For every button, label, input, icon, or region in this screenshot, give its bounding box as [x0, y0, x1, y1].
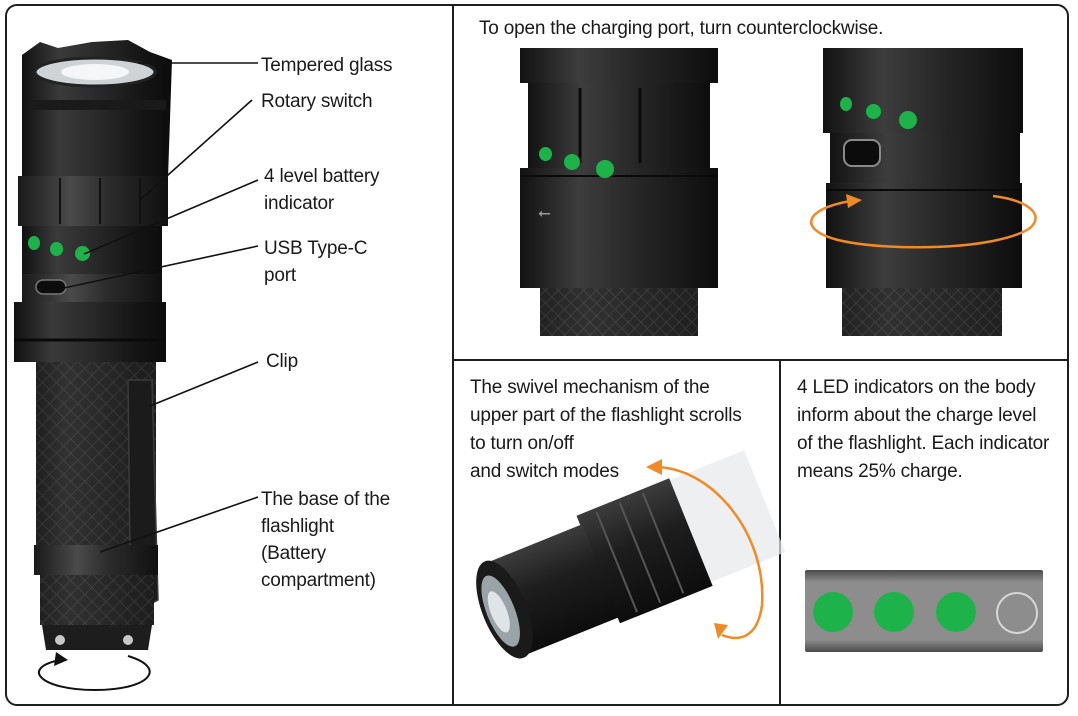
battery-indicator-strip	[805, 570, 1043, 652]
caption-led-indicators: 4 LED indicators on the body inform abou…	[797, 377, 1050, 482]
indicator-led-2-lit	[874, 592, 914, 632]
indicator-led-4-off	[996, 592, 1038, 634]
callout-lines	[63, 62, 259, 553]
led-open-1	[840, 97, 852, 111]
label-tempered-glass: Tempered glass	[261, 55, 393, 76]
label-clip: Clip	[266, 351, 298, 372]
led-closed-2	[564, 154, 580, 170]
panel-divider-horizontal	[453, 359, 1068, 361]
label-usb-port: USB Type-C port	[264, 238, 368, 286]
charging-port-closed-image: ⭠	[520, 48, 718, 336]
led-indicator-2	[50, 242, 63, 256]
caption-swivel-mechanism: The swivel mechanism of the upper part o…	[470, 377, 742, 482]
label-base: The base of the flashlight (Battery comp…	[261, 489, 391, 591]
svg-text:⭠: ⭠	[538, 203, 551, 222]
led-open-2	[866, 104, 881, 119]
figure-frame	[5, 4, 1069, 706]
led-closed-3	[596, 160, 614, 178]
caption-charging-port: To open the charging port, turn counterc…	[479, 18, 884, 39]
flashlight-illustration	[14, 40, 172, 692]
label-rotary-switch: Rotary switch	[261, 91, 373, 112]
led-closed-1	[539, 147, 552, 161]
swivel-head-image	[476, 450, 786, 659]
led-indicator-3	[75, 246, 90, 261]
charging-port-open-image	[823, 48, 1023, 336]
indicator-led-1-lit	[813, 592, 853, 632]
panel-divider-bottom	[779, 360, 781, 706]
label-battery-indicator: 4 level battery indicator	[264, 166, 380, 214]
counterclockwise-arrow-icon	[809, 194, 1037, 249]
led-open-3	[899, 111, 917, 129]
led-indicator-1	[28, 236, 40, 250]
panel-divider-vertical	[452, 5, 454, 706]
indicator-led-3-lit	[936, 592, 976, 632]
